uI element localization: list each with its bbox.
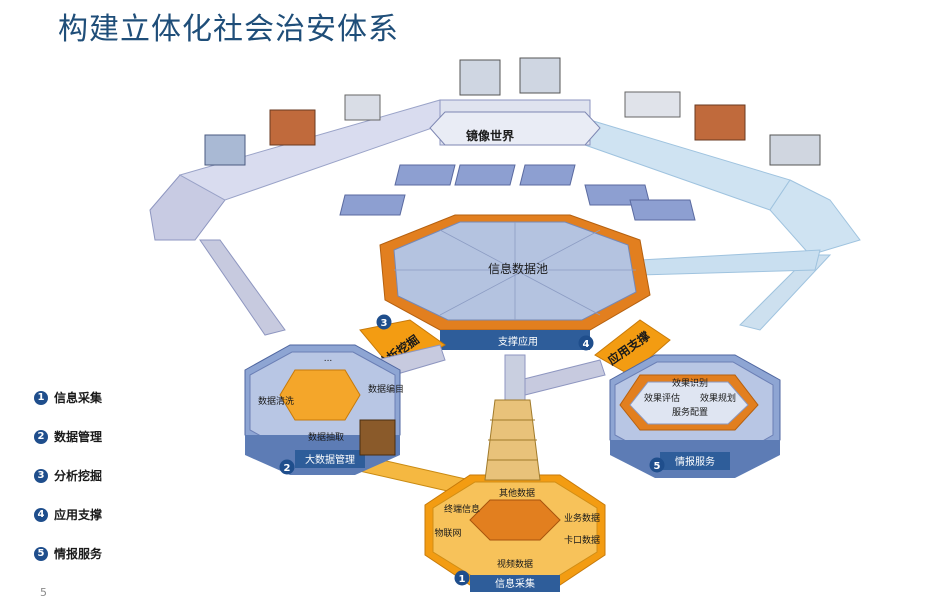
legend-number: 4: [34, 507, 48, 522]
buildings: [204, 57, 821, 166]
iot-label: 物联网: [434, 527, 461, 539]
bigdata-number: 2: [284, 463, 291, 474]
data-pool-label: 信息数据池: [488, 261, 548, 276]
bigdata-platform: 大数据管理 2 数据清洗 数据抽取 数据编目 ...: [244, 344, 404, 475]
app-support-number: 4: [583, 339, 590, 350]
legend-number: 2: [34, 429, 48, 444]
legend-label: 数据管理: [54, 430, 103, 444]
data-catalog-label: 数据编目: [368, 383, 404, 395]
terminal-info-label: 终端信息: [444, 503, 480, 515]
collection-number: 1: [459, 574, 466, 585]
intel-label: 情报服务: [675, 455, 715, 468]
page-number: 5: [40, 586, 47, 599]
checkpoint-data-label: 卡口数据: [564, 534, 600, 546]
legend-item: 3 分析挖掘: [34, 456, 102, 495]
collection-platform: 信息采集 1 其他数据 终端信息 业务数据 物联网 卡口数据 视频数据: [424, 474, 606, 592]
effect-evaluation-label: 效果评估: [644, 392, 680, 404]
mirror-world-platforms: [339, 164, 696, 221]
data-dots-label: ...: [324, 354, 333, 364]
intel-number: 5: [654, 461, 661, 472]
mirror-world-node: 镜像世界: [429, 111, 601, 146]
legend: 1 信息采集 2 数据管理 3 分析挖掘 4 应用支撑 5 情报服务: [34, 378, 102, 573]
legend-item: 4 应用支撑: [34, 495, 102, 534]
support-app-label: 支撑应用: [498, 335, 538, 348]
mirror-world-label: 镜像世界: [466, 128, 514, 143]
legend-label: 信息采集: [54, 391, 103, 405]
effect-recognition-label: 效果识别: [672, 377, 708, 389]
legend-label: 应用支撑: [54, 508, 103, 522]
video-data-label: 视频数据: [497, 558, 533, 570]
page-title: 构建立体化社会治安体系: [58, 12, 399, 47]
data-extract-label: 数据抽取: [308, 431, 344, 443]
collection-label: 信息采集: [495, 577, 535, 590]
legend-label: 情报服务: [54, 547, 103, 561]
service-config-label: 服务配置: [672, 406, 708, 418]
other-data-label: 其他数据: [499, 487, 535, 499]
legend-number: 5: [34, 546, 48, 561]
staircase: [484, 399, 541, 481]
intel-platform: 情报服务 5 效果识别 效果评估 效果规划 服务配置: [609, 354, 781, 478]
legend-number: 1: [34, 390, 48, 405]
legend-item: 5 情报服务: [34, 534, 102, 573]
legend-item: 1 信息采集: [34, 378, 102, 417]
data-pool: 信息数据池 支撑应用: [379, 214, 651, 350]
bigdata-label: 大数据管理: [305, 453, 355, 466]
legend-label: 分析挖掘: [54, 469, 103, 483]
legend-number: 3: [34, 468, 48, 483]
business-data-label: 业务数据: [564, 512, 600, 524]
analysis-number: 3: [381, 318, 388, 329]
data-cleaning-label: 数据清洗: [258, 395, 294, 407]
effect-planning-label: 效果规划: [700, 392, 736, 404]
legend-item: 2 数据管理: [34, 417, 102, 456]
